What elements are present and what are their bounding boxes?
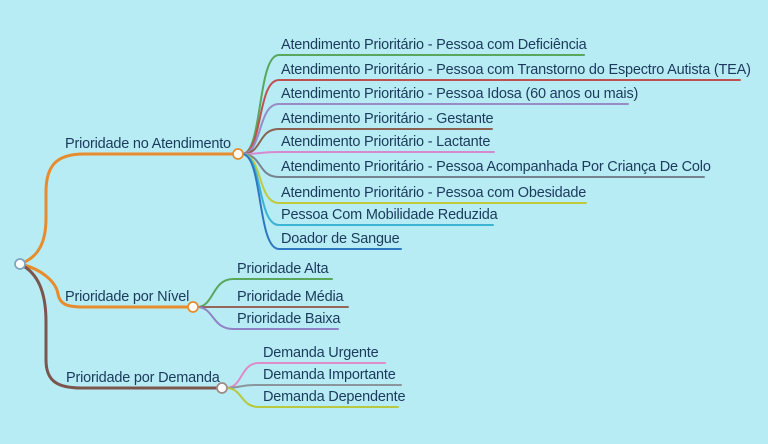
child-line-tea — [241, 79, 741, 155]
node-handle-prioridade-por-nivel[interactable] — [187, 301, 199, 313]
child-label-prioridade-alta[interactable]: Prioridade Alta — [237, 261, 329, 277]
child-line-pessoa-idosa — [241, 103, 629, 155]
branch-line-prioridade-no-atendimento — [18, 152, 235, 266]
node-handle-root[interactable] — [14, 258, 26, 270]
branch-label-prioridade-no-atendimento[interactable]: Prioridade no Atendimento — [65, 136, 231, 152]
child-line-lactante — [241, 151, 495, 155]
child-label-gestante[interactable]: Atendimento Prioritário - Gestante — [281, 111, 494, 127]
child-label-prioridade-media[interactable]: Prioridade Média — [237, 289, 344, 305]
child-label-deficiencia[interactable]: Atendimento Prioritário - Pessoa com Def… — [281, 37, 587, 53]
child-label-tea[interactable]: Atendimento Prioritário - Pessoa com Tra… — [281, 62, 751, 78]
child-label-lactante[interactable]: Atendimento Prioritário - Lactante — [281, 134, 491, 150]
child-label-demanda-dependente[interactable]: Demanda Dependente — [263, 389, 406, 405]
child-line-deficiencia — [241, 54, 585, 155]
node-handle-prioridade-por-demanda[interactable] — [216, 382, 228, 394]
node-handle-prioridade-no-atendimento[interactable] — [232, 148, 244, 160]
child-line-prioridade-baixa — [196, 306, 339, 330]
child-label-crianca-de-colo[interactable]: Atendimento Prioritário - Pessoa Acompan… — [281, 159, 711, 175]
child-label-pessoa-idosa[interactable]: Atendimento Prioritário - Pessoa Idosa (… — [281, 86, 639, 102]
child-label-mobilidade-reduzida[interactable]: Pessoa Com Mobilidade Reduzida — [281, 207, 498, 223]
child-label-obesidade[interactable]: Atendimento Prioritário - Pessoa com Obe… — [281, 185, 587, 201]
child-label-demanda-urgente[interactable]: Demanda Urgente — [263, 345, 379, 361]
branch-label-prioridade-por-demanda[interactable]: Prioridade por Demanda — [66, 370, 220, 386]
child-label-doador-de-sangue[interactable]: Doador de Sangue — [281, 231, 400, 247]
branch-line-prioridade-por-nivel — [18, 262, 190, 309]
child-label-prioridade-baixa[interactable]: Prioridade Baixa — [237, 311, 341, 327]
child-line-doador-de-sangue — [241, 153, 402, 250]
branch-line-prioridade-por-demanda — [18, 262, 219, 390]
child-line-demanda-dependente — [225, 387, 399, 408]
branch-label-prioridade-por-nivel[interactable]: Prioridade por Nível — [65, 289, 190, 305]
child-label-demanda-importante[interactable]: Demanda Importante — [263, 367, 396, 383]
